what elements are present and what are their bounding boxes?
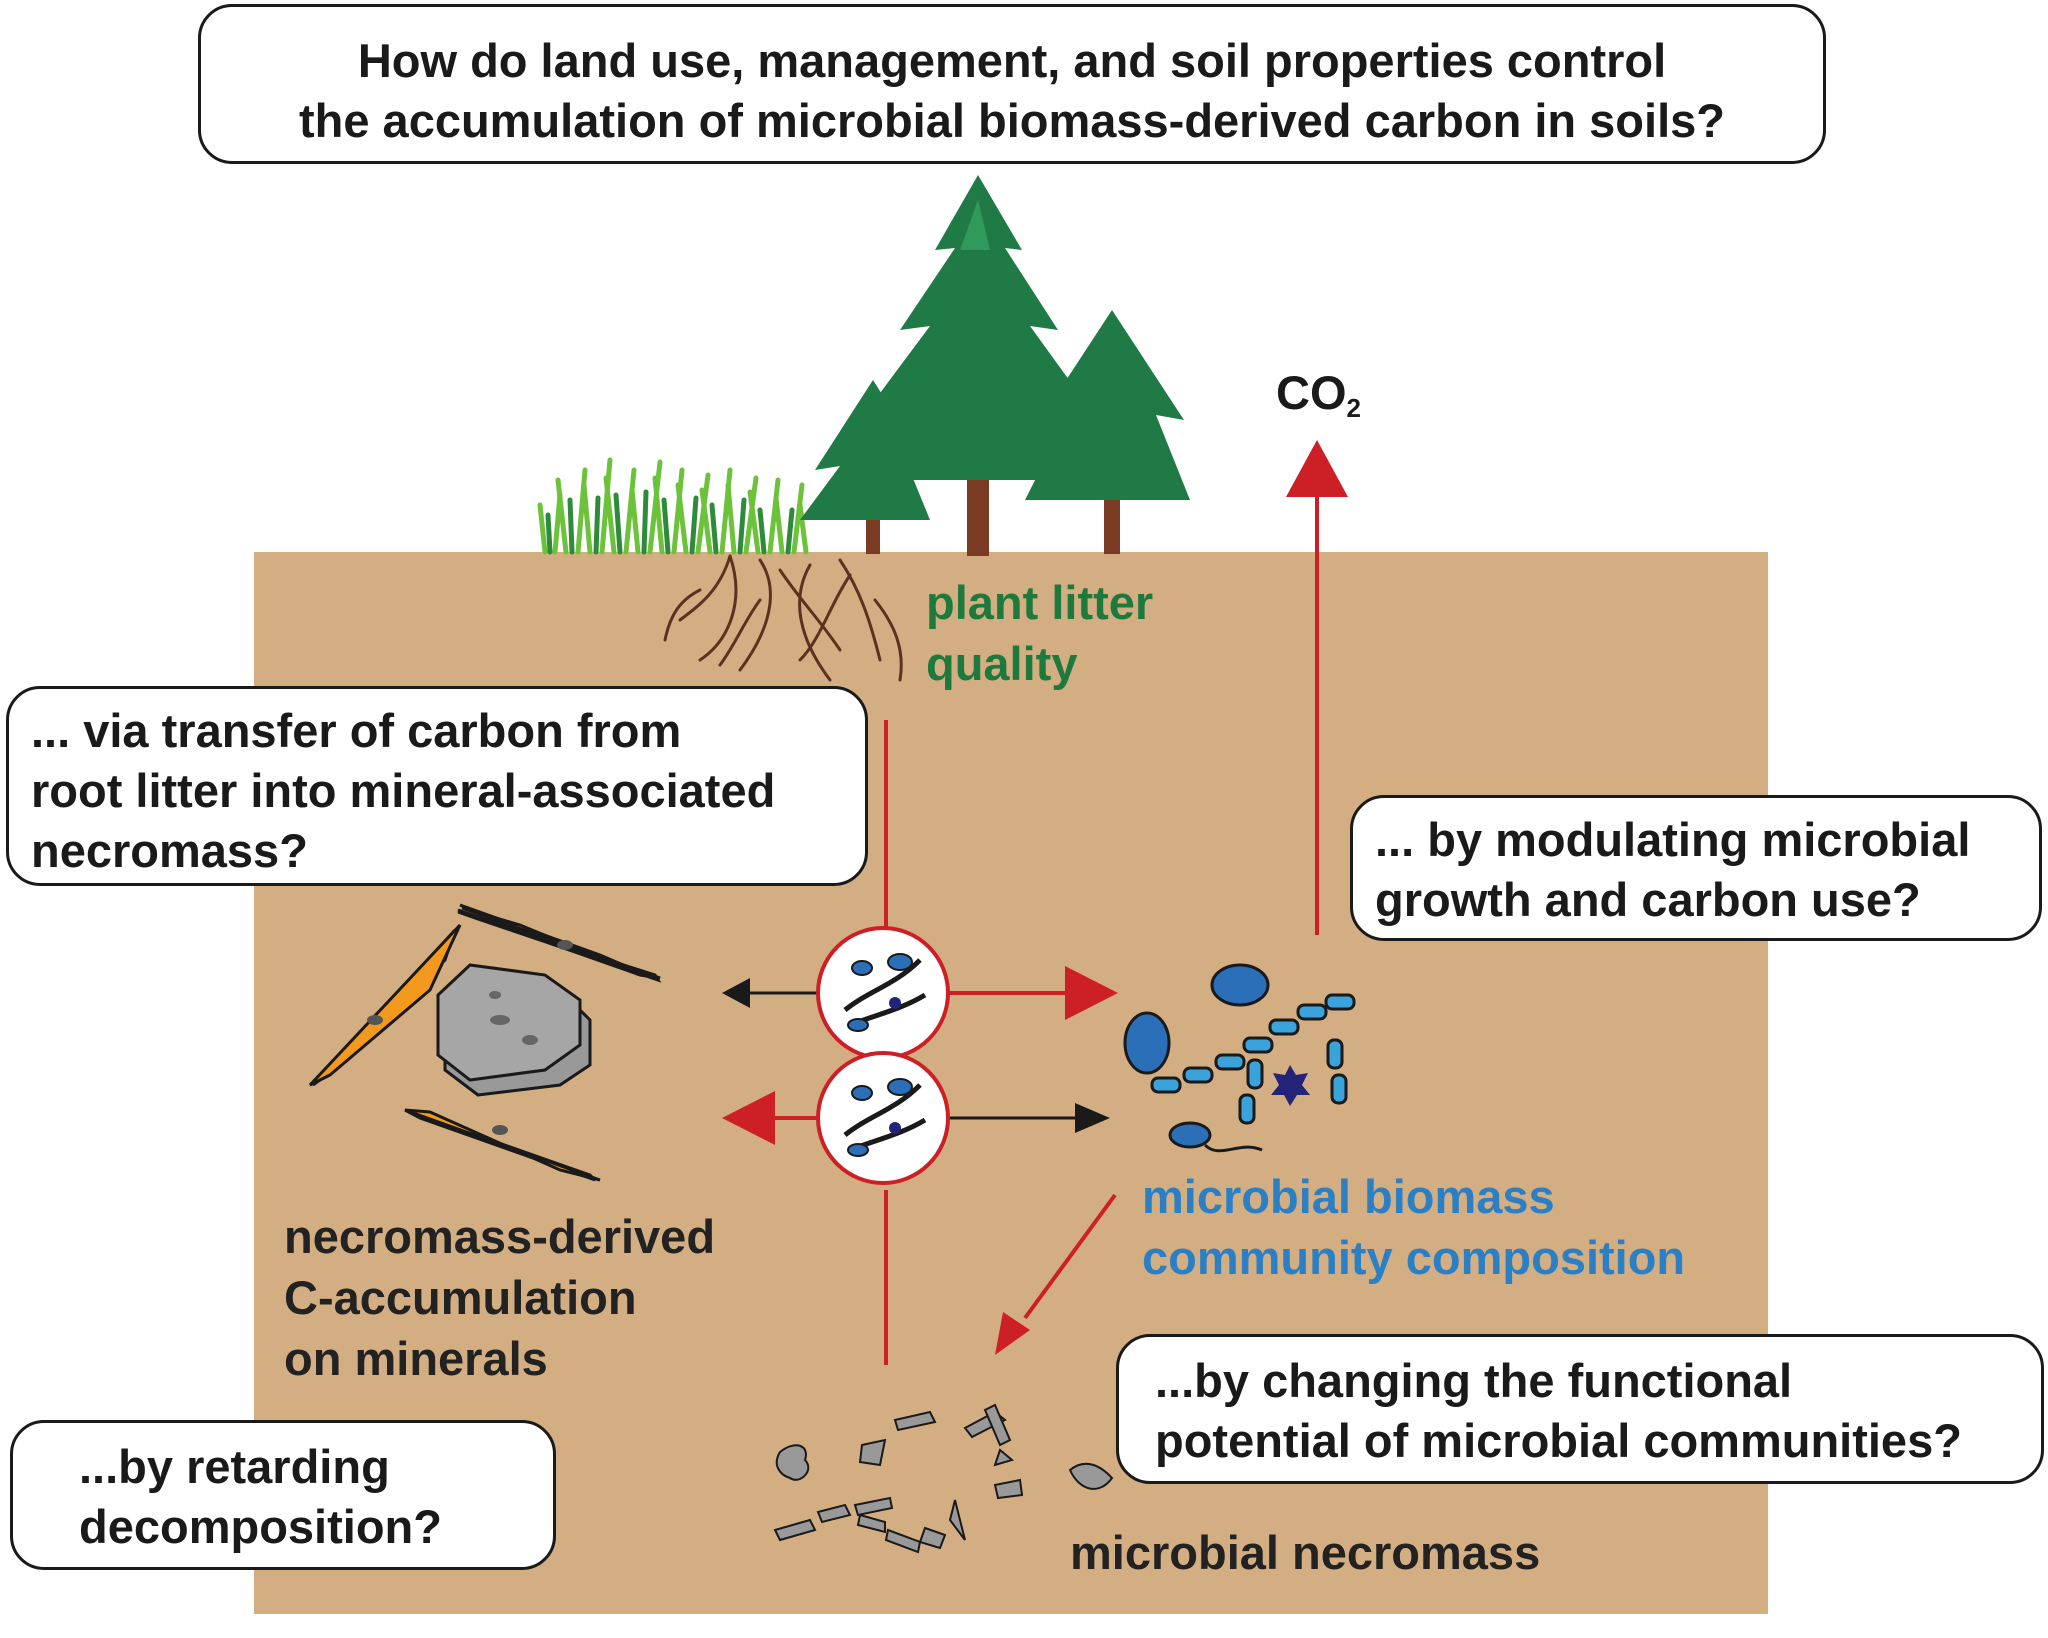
transfer-bubble: ... via transfer of carbon from root lit… — [6, 686, 868, 886]
title-line-1: How do land use, management, and soil pr… — [357, 34, 1667, 87]
title-bubble: How do land use, management, and soil pr… — [198, 4, 1826, 164]
modulating-bubble: ... by modulating microbial growth and c… — [1350, 795, 2042, 941]
tree-icon — [800, 175, 1190, 556]
arrow-to-minerals-red — [722, 1091, 818, 1145]
arrow-to-necromass — [995, 1193, 1117, 1355]
co2-arrowhead — [1286, 440, 1348, 497]
arrow-to-biomass-black — [948, 1103, 1110, 1133]
arrow-to-minerals-black — [722, 978, 818, 1008]
grass-icon — [537, 457, 809, 555]
roots-icon — [663, 554, 903, 682]
minerals-icon — [308, 903, 662, 1182]
co2-label: CO2 — [1276, 366, 1361, 423]
necromass-derived-label: necromass-derived C-accumulation on mine… — [284, 1210, 716, 1385]
title-line-2: the accumulation of microbial biomass-de… — [299, 94, 1725, 147]
retarding-bubble: ...by retarding decomposition? — [10, 1420, 556, 1570]
microbial-necromass-label: microbial necromass — [1070, 1526, 1541, 1579]
microbe-circle-top — [816, 926, 950, 1060]
microbial-biomass-icon — [1123, 963, 1356, 1153]
functional-bubble: ...by changing the functional potential … — [1116, 1334, 2044, 1484]
microbial-necromass-icon — [773, 1403, 1114, 1554]
microbe-circle-bottom — [816, 1051, 950, 1185]
plant-litter-label: plant litter quality — [926, 576, 1154, 690]
arrow-to-biomass — [930, 966, 1118, 1020]
microbial-biomass-label: microbial biomass community composition — [1142, 1170, 1686, 1284]
